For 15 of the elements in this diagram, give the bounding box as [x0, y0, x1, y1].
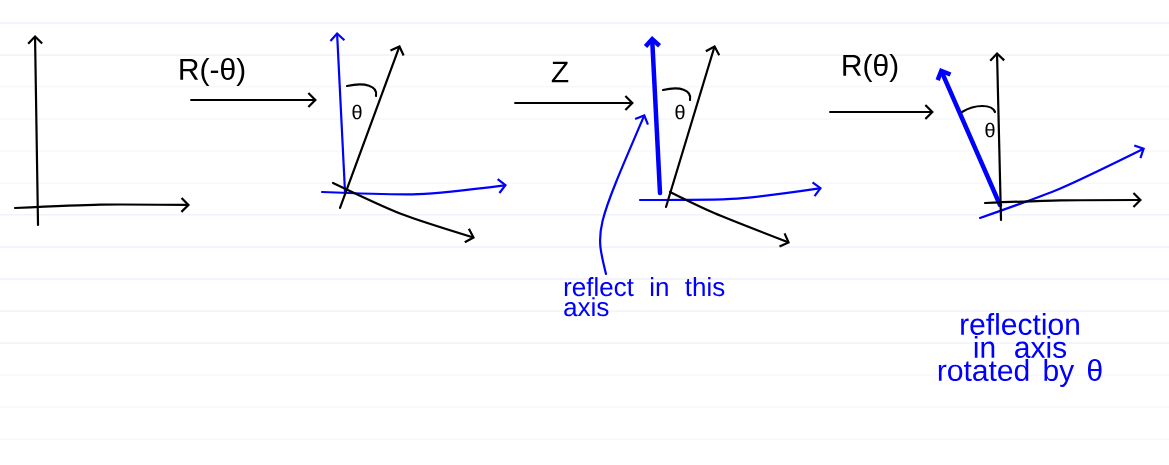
axes-drawing	[320, 32, 507, 244]
angle-label: θ	[352, 104, 362, 120]
leader-line	[599, 114, 649, 276]
edge-label: Z	[551, 61, 569, 83]
edge-label: R(θ)	[843, 54, 898, 82]
axes-drawing	[935, 52, 1145, 222]
arrow	[190, 92, 317, 108]
edge-label: R(-θ)	[180, 58, 245, 86]
axis-arrow	[643, 35, 663, 196]
axes-drawing	[638, 45, 822, 248]
arrow	[829, 104, 934, 120]
annotation-text: reflection in axis rotated by θ	[938, 313, 1102, 387]
arrow	[514, 95, 634, 111]
angle-label: θ	[985, 122, 995, 138]
annotation-text: reflect in this axis	[564, 277, 725, 317]
